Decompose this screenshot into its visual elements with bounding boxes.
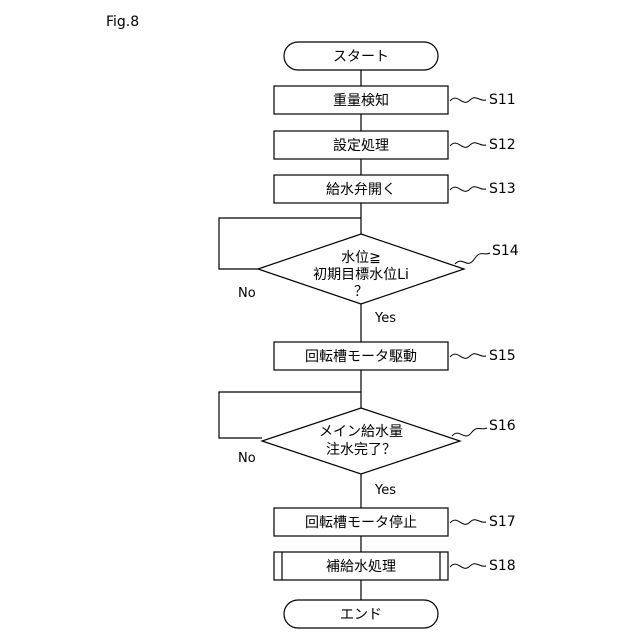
leader-s11 <box>450 98 486 103</box>
step-label-s12: S12 <box>489 137 516 153</box>
start-label: スタート <box>333 49 389 65</box>
process-s17: 回転槽モータ停止 <box>274 508 448 536</box>
step-label-s14: S14 <box>492 243 519 259</box>
process-s13-label: 給水弁開く <box>326 182 396 198</box>
decision-s16: メイン給水量 注水完了？ <box>262 408 460 474</box>
process-s11: 重量検知 <box>274 86 448 114</box>
subroutine-s18: 補給水処理 <box>274 552 448 580</box>
leader-s12 <box>450 143 486 148</box>
process-s12-label: 設定処理 <box>333 138 389 154</box>
step-label-s17: S17 <box>489 514 516 530</box>
process-s15: 回転槽モータ駆動 <box>274 342 448 370</box>
step-leaders <box>450 98 490 569</box>
process-s13: 給水弁開く <box>274 175 448 203</box>
decision-s16-shape <box>262 408 460 474</box>
decision-s14-line-1: 水位≧ <box>341 250 381 266</box>
figure-label: Fig.8 <box>106 14 139 30</box>
step-label-s18: S18 <box>489 558 516 574</box>
decision-s14-line-2: 初期目標水位Li <box>313 266 409 283</box>
s16-no-label: No <box>238 451 256 466</box>
s16-yes-label: Yes <box>374 483 396 498</box>
process-s15-label: 回転槽モータ駆動 <box>305 349 417 365</box>
end-label: エンド <box>340 607 382 623</box>
leader-s13 <box>450 187 486 192</box>
step-label-s16: S16 <box>489 418 516 434</box>
leader-s18 <box>450 564 486 569</box>
end-terminal: エンド <box>284 600 438 628</box>
leader-s15 <box>450 354 486 359</box>
process-s11-label: 重量検知 <box>333 92 389 109</box>
step-label-s13: S13 <box>489 181 516 197</box>
leader-s14 <box>455 253 490 264</box>
start-terminal: スタート <box>284 42 438 70</box>
step-label-s15: S15 <box>489 348 516 364</box>
s14-yes-label: Yes <box>374 311 396 326</box>
decision-s16-line-1: メイン給水量 <box>319 424 403 440</box>
decision-s14-line-3: ？ <box>354 284 368 300</box>
s14-no-label: No <box>238 286 256 301</box>
decision-s14: 水位≧ 初期目標水位Li ？ <box>258 234 464 304</box>
leader-s16 <box>452 428 487 436</box>
leader-s17 <box>450 520 486 525</box>
subroutine-s18-label: 補給水処理 <box>326 559 396 575</box>
step-label-s11: S11 <box>489 92 516 108</box>
process-s17-label: 回転槽モータ停止 <box>305 514 417 531</box>
process-s12: 設定処理 <box>274 131 448 159</box>
decision-s16-line-2: 注水完了？ <box>326 442 396 458</box>
